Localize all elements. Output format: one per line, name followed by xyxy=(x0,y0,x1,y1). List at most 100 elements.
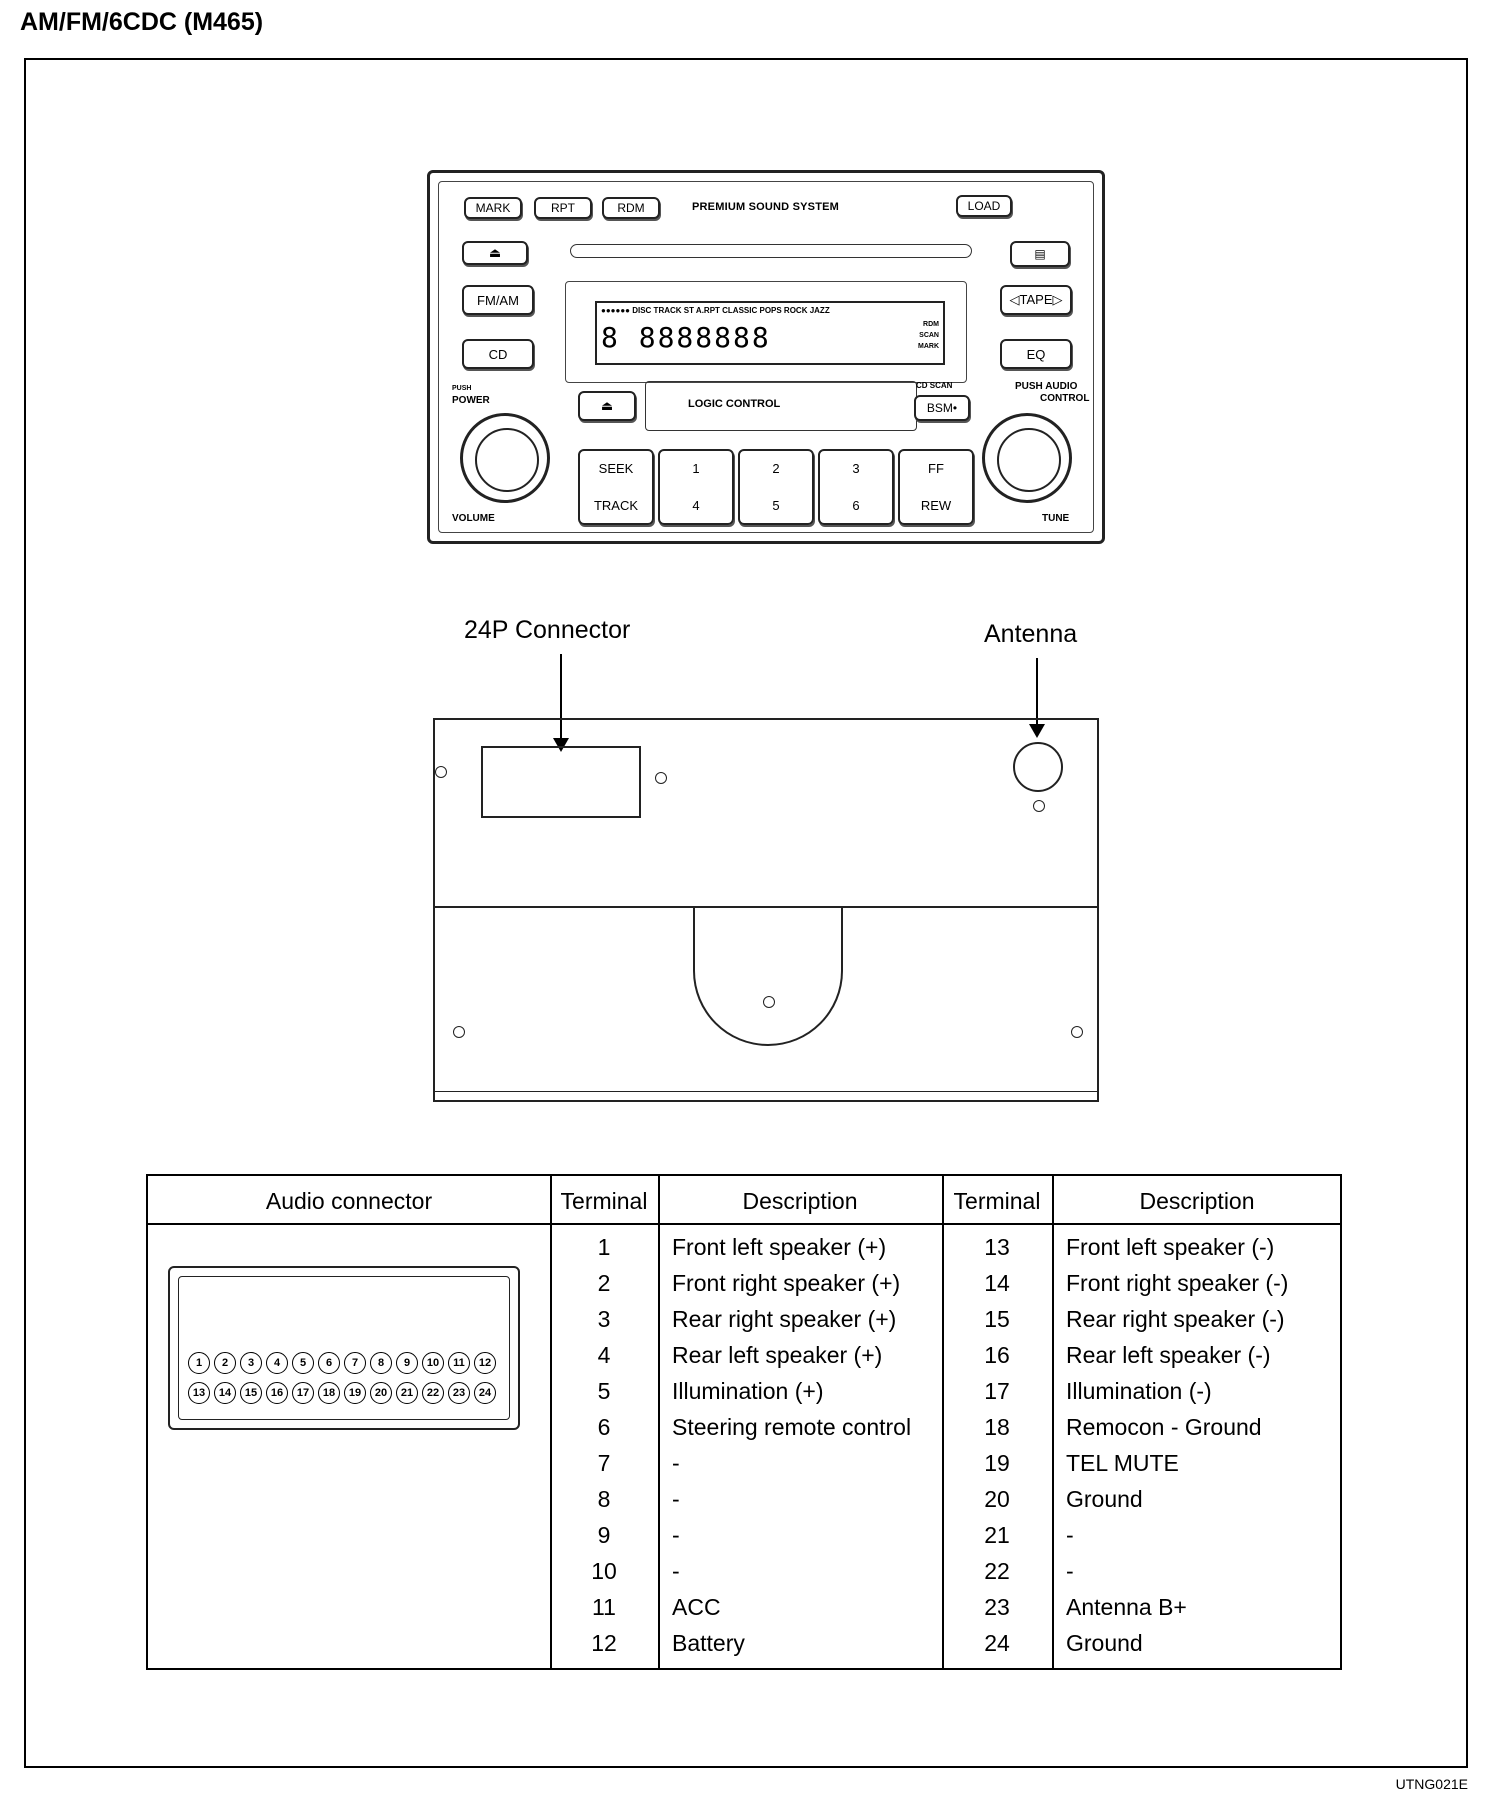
connector-pin: 13 xyxy=(188,1382,210,1404)
connector-pin: 7 xyxy=(344,1352,366,1374)
header-terminal: Terminal xyxy=(560,1188,648,1214)
logic-control-label: LOGIC CONTROL xyxy=(688,398,781,410)
mark-button: MARK xyxy=(464,197,522,219)
push-label: PUSH xyxy=(452,385,472,392)
header-description: Description xyxy=(742,1188,858,1214)
tape-eject-button: ⏏ xyxy=(578,391,636,421)
head-unit-front: MARK RPT RDM PREMIUM SOUND SYSTEM LOAD ⏏… xyxy=(427,170,1105,544)
figure-code: UTNG021E xyxy=(1395,1776,1468,1792)
connector-pin: 17 xyxy=(292,1382,314,1404)
connector-pin: 3 xyxy=(240,1352,262,1374)
connector-pin: 5 xyxy=(292,1352,314,1374)
description-cell: Illumination (-) xyxy=(1066,1378,1212,1404)
rew-label: REW xyxy=(920,498,952,513)
connector-arrow-head xyxy=(553,738,569,752)
terminal-cell: 8 xyxy=(597,1486,611,1512)
table-header-rule xyxy=(148,1223,1340,1225)
description-cell: Ground xyxy=(1066,1486,1143,1512)
connector-pin: 16 xyxy=(266,1382,288,1404)
diagram-frame xyxy=(24,58,1468,1768)
lcd-mark: MARK xyxy=(918,343,939,350)
tune-label: TUNE xyxy=(1042,513,1070,524)
description-cell: Steering remote control xyxy=(672,1414,912,1440)
terminal-cell: 22 xyxy=(984,1558,1010,1584)
lcd-indicators: ●●●●●● DISC TRACK ST A.RPT CLASSIC POPS … xyxy=(601,306,830,315)
terminal-cell: 10 xyxy=(591,1558,617,1584)
control-label: CONTROL xyxy=(1040,393,1090,404)
cd-scan-label: CD SCAN xyxy=(916,381,953,390)
screw-icon xyxy=(1033,800,1045,812)
plug-housing xyxy=(178,1276,510,1420)
connector-pin: 9 xyxy=(396,1352,418,1374)
description-cell: ACC xyxy=(672,1594,721,1620)
lcd-rdm: RDM xyxy=(923,321,939,328)
header-audio-connector: Audio connector xyxy=(265,1188,433,1214)
terminal-cell: 14 xyxy=(984,1270,1010,1296)
connector-pin: 4 xyxy=(266,1352,288,1374)
bsm-button: BSM• xyxy=(914,395,970,421)
terminal-table: Audio connector Terminal Description Ter… xyxy=(146,1174,1342,1670)
24p-connector xyxy=(481,746,641,818)
connector-pin: 22 xyxy=(422,1382,444,1404)
terminal-cell: 11 xyxy=(592,1594,616,1620)
terminal-cell: 1 xyxy=(597,1234,611,1260)
description-cell: Rear left speaker (+) xyxy=(672,1342,883,1368)
table-divider xyxy=(550,1176,552,1668)
connector-pin: 6 xyxy=(318,1352,340,1374)
connector-callout: 24P Connector xyxy=(464,616,631,644)
description-cell: Front left speaker (+) xyxy=(672,1234,887,1260)
terminal-cell: 17 xyxy=(984,1378,1010,1404)
terminal-cell: 15 xyxy=(984,1306,1010,1332)
seek-track-button: SEEK TRACK xyxy=(578,449,654,525)
terminal-cell: 13 xyxy=(984,1234,1010,1260)
connector-pin: 8 xyxy=(370,1352,392,1374)
preset-top: 1 xyxy=(692,461,700,476)
terminal-cell: 5 xyxy=(597,1378,611,1404)
load-button: LOAD xyxy=(956,195,1012,217)
cassette-door: LOGIC CONTROL xyxy=(645,381,917,431)
description-cell: - xyxy=(1066,1558,1074,1584)
connector-pin: 18 xyxy=(318,1382,340,1404)
header-terminal: Terminal xyxy=(953,1188,1041,1214)
connector-pin: 15 xyxy=(240,1382,262,1404)
eq-button: EQ xyxy=(1000,339,1072,369)
terminal-cell: 12 xyxy=(591,1630,617,1656)
screw-icon xyxy=(655,772,667,784)
table-divider xyxy=(1052,1176,1054,1668)
description-cell: Rear left speaker (-) xyxy=(1066,1342,1271,1368)
preset-bottom: 5 xyxy=(772,498,780,513)
push-audio-label: PUSH AUDIO xyxy=(1015,381,1078,392)
cd-eject-button: ⏏ xyxy=(462,241,528,265)
description-cell: Front right speaker (+) xyxy=(672,1270,901,1296)
connector-arrow-line xyxy=(560,654,562,744)
connector-pin: 2 xyxy=(214,1352,236,1374)
head-unit-bezel xyxy=(438,181,1094,533)
description-cell: Illumination (+) xyxy=(672,1378,824,1404)
connector-pin: 11 xyxy=(448,1352,470,1374)
terminal-cell: 6 xyxy=(597,1414,611,1440)
lcd-display: ●●●●●● DISC TRACK ST A.RPT CLASSIC POPS … xyxy=(595,301,945,365)
page-title: AM/FM/6CDC (M465) xyxy=(20,8,264,36)
connector-pin: 12 xyxy=(474,1352,496,1374)
lcd-digits: 8 8888888 xyxy=(601,321,771,354)
screw-icon xyxy=(435,766,447,778)
cd-slot xyxy=(570,244,972,258)
terminal-cell: 18 xyxy=(984,1414,1010,1440)
antenna-arrow-line xyxy=(1036,658,1038,726)
table-divider xyxy=(658,1176,660,1668)
rear-mounting-tab xyxy=(693,906,843,1046)
rear-bottom-edge xyxy=(435,1091,1097,1092)
brand-label: PREMIUM SOUND SYSTEM xyxy=(692,201,840,213)
preset-top: 2 xyxy=(772,461,780,476)
description-cell: - xyxy=(1066,1522,1074,1548)
description-cell: Rear right speaker (-) xyxy=(1066,1306,1285,1332)
description-cell: TEL MUTE xyxy=(1066,1450,1179,1476)
preset-bottom: 4 xyxy=(692,498,700,513)
connector-pin: 1 xyxy=(188,1352,210,1374)
tape-button: ◁TAPE▷ xyxy=(1000,285,1072,315)
terminal-cell: 24 xyxy=(984,1630,1010,1656)
track-label: TRACK xyxy=(593,498,639,513)
description-cell: Ground xyxy=(1066,1630,1143,1656)
rpt-button: RPT xyxy=(534,197,592,219)
